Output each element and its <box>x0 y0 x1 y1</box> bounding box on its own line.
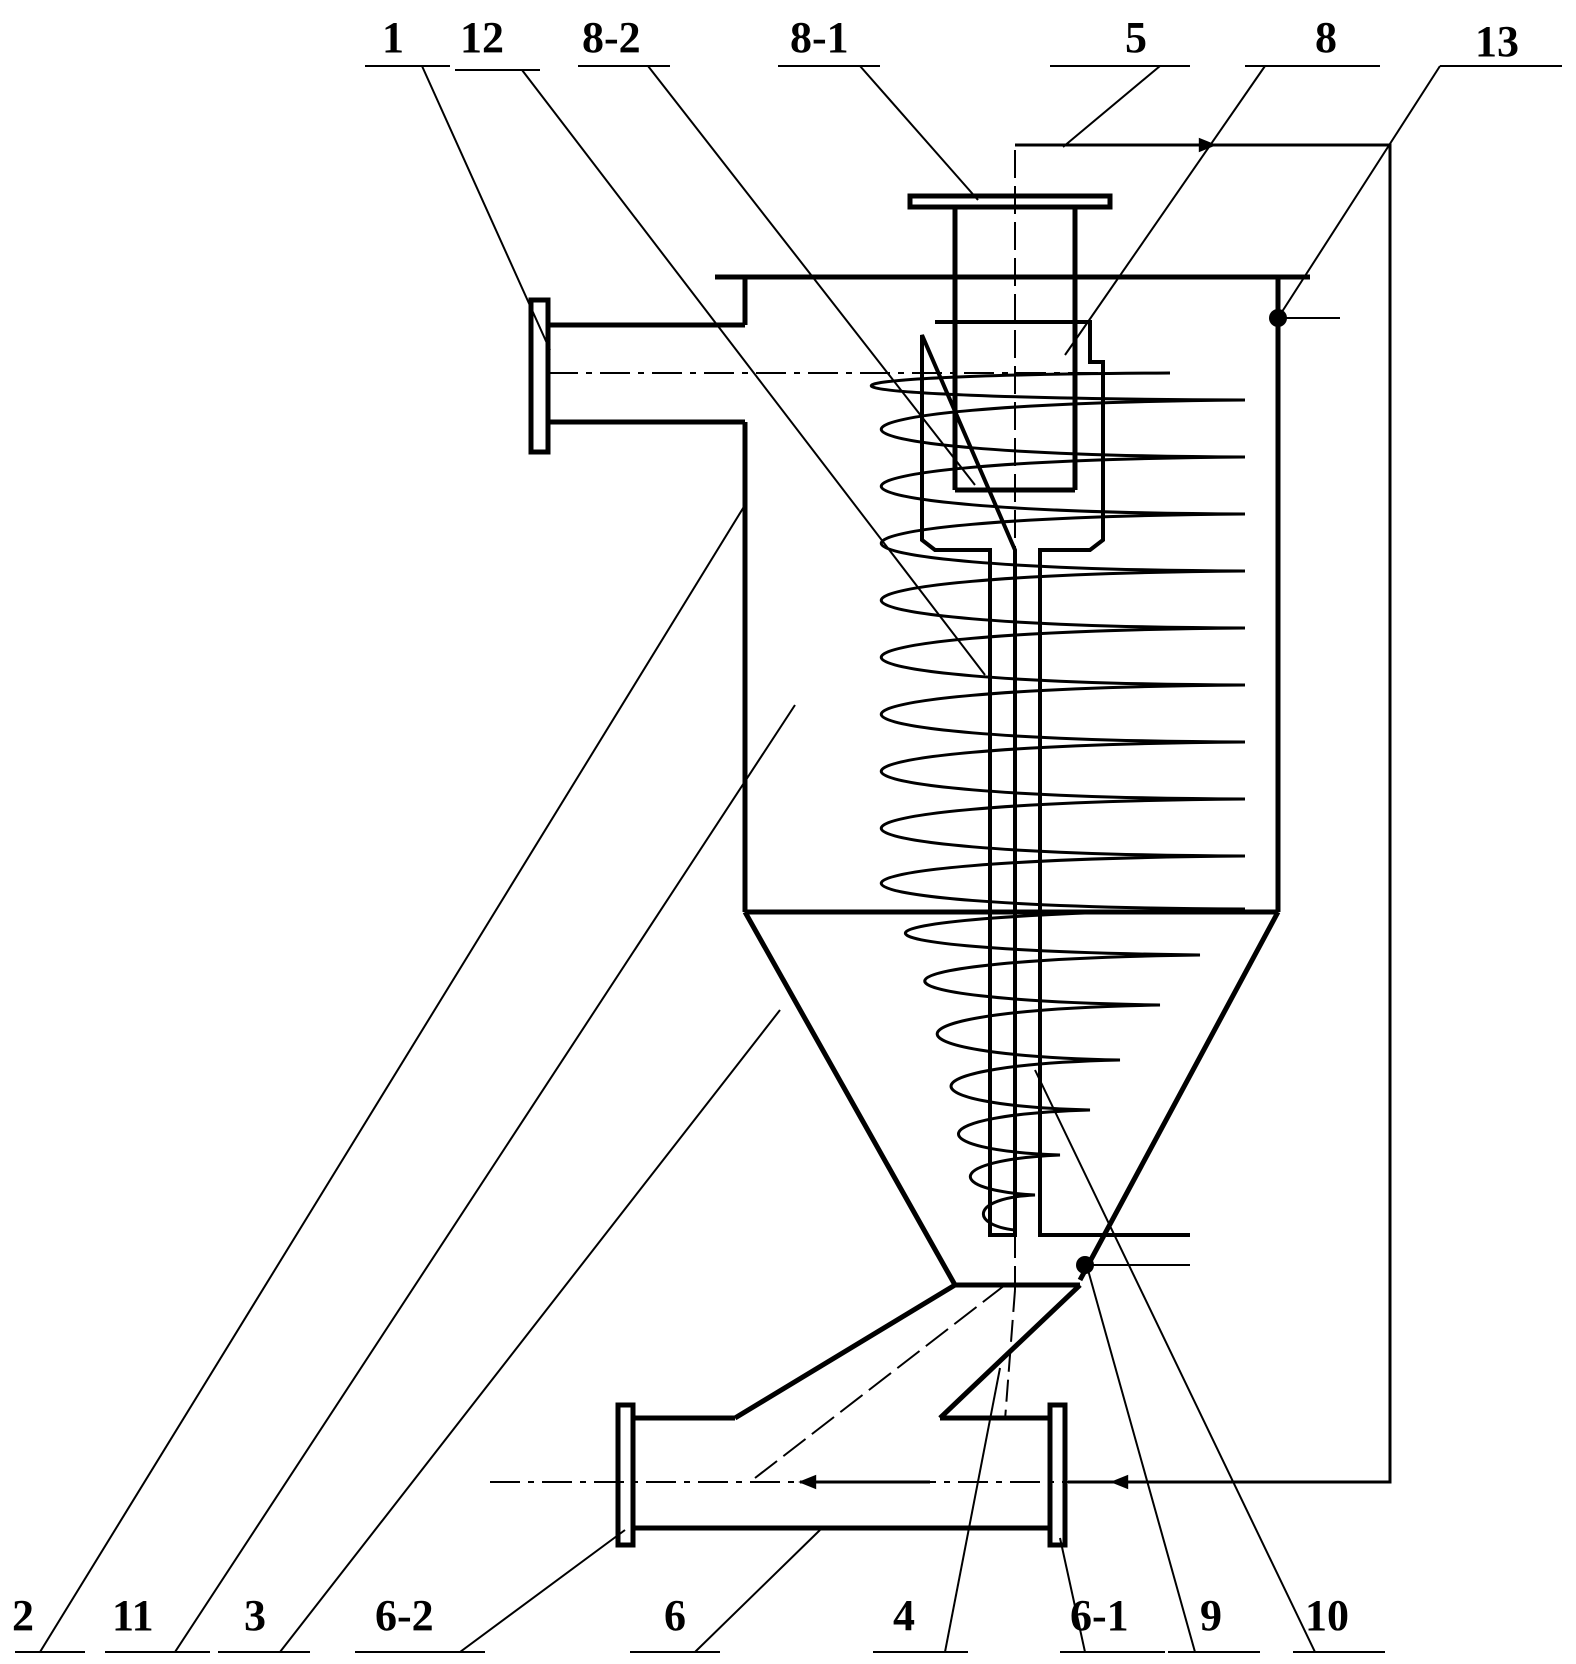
label-2: 2 <box>12 1591 34 1640</box>
label-1: 1 <box>382 13 404 62</box>
inner-housing <box>920 320 1190 1237</box>
label-12: 12 <box>460 13 504 62</box>
sensor-top <box>1269 309 1340 327</box>
horizontal-pipe <box>615 1402 1068 1548</box>
label-3: 3 <box>244 1591 266 1640</box>
label-8: 8 <box>1315 13 1337 62</box>
duct-centerline <box>754 1284 1006 1479</box>
label-5: 5 <box>1125 13 1147 62</box>
label-4: 4 <box>893 1591 915 1640</box>
helix-coil <box>869 371 1246 1232</box>
label-6-2: 6-2 <box>375 1591 434 1640</box>
label-8-1: 8-1 <box>790 13 849 62</box>
label-6-1: 6-1 <box>1070 1591 1129 1640</box>
label-11: 11 <box>112 1591 154 1640</box>
label-13: 13 <box>1475 17 1519 66</box>
center-axis-lower <box>1004 1289 1016 1421</box>
inlet-pipe <box>528 297 745 455</box>
leader-lines-bottom <box>15 504 1385 1653</box>
connecting-duct <box>733 1282 1082 1421</box>
leader-lines-top <box>365 65 1562 676</box>
label-8-2: 8-2 <box>582 13 641 62</box>
label-6: 6 <box>664 1591 686 1640</box>
vessel-body <box>715 274 1310 1288</box>
label-9: 9 <box>1200 1591 1222 1640</box>
sensor-bottom <box>1076 1256 1190 1274</box>
label-10: 10 <box>1305 1591 1349 1640</box>
